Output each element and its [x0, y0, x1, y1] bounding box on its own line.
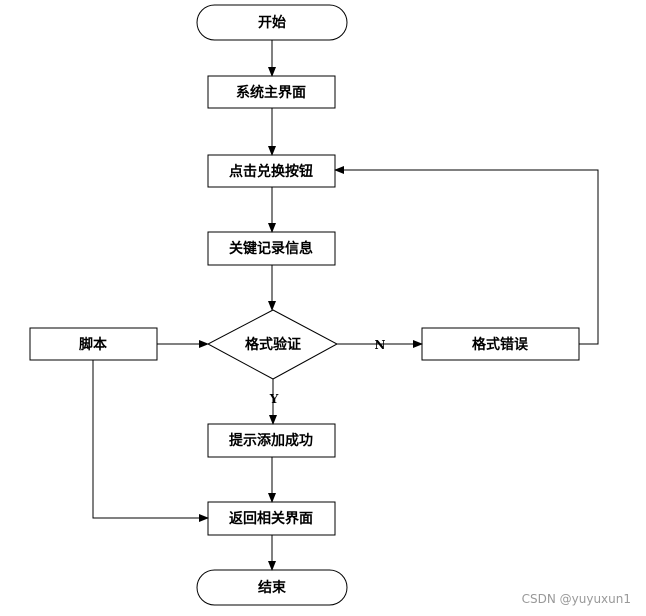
arrow-script-to-return	[92, 360, 209, 522]
click-exchange-node: 点击兑换按钮	[207, 154, 336, 188]
format-error-node: 格式错误	[421, 327, 580, 361]
return-ui-node: 返回相关界面	[207, 501, 336, 536]
main-ui-label: 系统主界面	[236, 84, 306, 101]
arrow-error-loop-to-click	[334, 166, 599, 345]
edge-label-no: N	[375, 338, 386, 352]
script-label: 脚本	[79, 336, 108, 353]
return-ui-label: 返回相关界面	[229, 510, 313, 527]
watermark-text: CSDN @yuyuxun1	[522, 592, 631, 606]
main-ui-node: 系统主界面	[207, 75, 336, 109]
script-node: 脚本	[29, 327, 158, 361]
edge-label-yes: Y	[269, 392, 279, 406]
end-node: 结束	[196, 569, 348, 606]
format-check-label: 格式验证	[245, 336, 301, 353]
click-exchange-label: 点击兑换按钮	[229, 163, 313, 180]
success-prompt-label: 提示添加成功	[229, 432, 313, 449]
key-record-label: 关键记录信息	[229, 240, 313, 257]
success-prompt-node: 提示添加成功	[207, 423, 336, 458]
format-error-label: 格式错误	[472, 336, 529, 353]
format-check-decision: 格式验证	[206, 309, 339, 380]
start-node: 开始	[196, 4, 348, 41]
key-record-node: 关键记录信息	[207, 231, 336, 266]
start-label: 开始	[258, 14, 286, 31]
end-label: 结束	[258, 579, 287, 596]
